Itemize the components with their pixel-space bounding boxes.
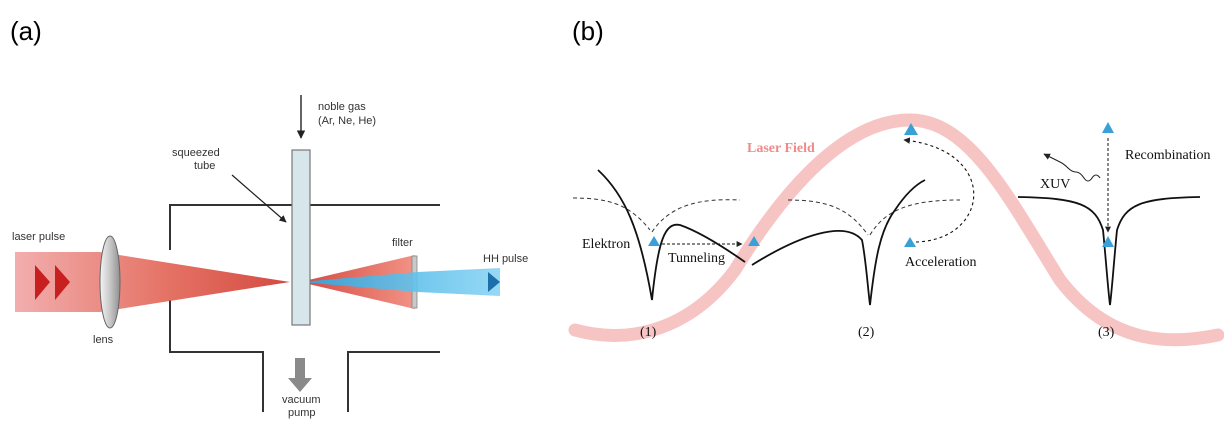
xuv-wavy-arrow bbox=[1043, 153, 1101, 182]
pump-label: pump bbox=[288, 407, 316, 419]
squeezed-label: squeezed bbox=[172, 147, 220, 159]
step-3-label: (3) bbox=[1098, 325, 1115, 340]
potential-1-dashed bbox=[572, 197, 741, 233]
laser-beam-in bbox=[15, 252, 290, 312]
panel-a-label: (a) bbox=[10, 16, 42, 46]
squeezed-tube-pointer bbox=[231, 174, 287, 223]
potential-3-curve bbox=[1017, 196, 1201, 306]
chamber-bottom-wall bbox=[169, 300, 264, 412]
noble-gas-types-label: (Ar, Ne, He) bbox=[318, 115, 376, 127]
potential-2-dashed bbox=[787, 199, 961, 236]
panel-b-label: (b) bbox=[572, 16, 604, 46]
elektron-label: Elektron bbox=[582, 237, 630, 252]
laser-pulse-arrow-1 bbox=[35, 265, 50, 300]
electron-1-packet bbox=[648, 236, 660, 246]
recombination-label: Recombination bbox=[1125, 148, 1211, 163]
chamber-top-wall bbox=[169, 204, 440, 250]
laser-field-wave bbox=[568, 113, 1224, 347]
noble-gas-label: noble gas bbox=[318, 101, 366, 113]
step-2-label: (2) bbox=[858, 325, 875, 340]
hh-pulse-label: HH pulse bbox=[483, 253, 528, 265]
lens-label: lens bbox=[93, 334, 114, 346]
electron-3-top bbox=[1102, 122, 1114, 133]
hh-pulse-arrows bbox=[488, 272, 500, 292]
step-1-label: (1) bbox=[640, 325, 657, 340]
filter-label: filter bbox=[392, 237, 413, 249]
three-step-model-diagram: Laser Field Elektron Tunneling (1) Accel… bbox=[568, 113, 1224, 347]
electron-1-tunneled bbox=[748, 236, 760, 246]
laser-pulse-label: laser pulse bbox=[12, 231, 65, 243]
potential-1-curve bbox=[597, 169, 746, 301]
vacuum-label: vacuum bbox=[282, 394, 321, 406]
tunneling-label: Tunneling bbox=[668, 251, 725, 266]
electron-3-bound bbox=[1102, 236, 1114, 247]
squeezed-tube bbox=[291, 149, 311, 326]
hh-beam bbox=[300, 268, 500, 296]
laser-field-label: Laser Field bbox=[747, 141, 815, 156]
electron-2-top bbox=[904, 123, 918, 135]
potential-2-curve bbox=[751, 179, 926, 306]
tube-label: tube bbox=[194, 160, 215, 172]
hhg-setup-diagram: noble gas (Ar, Ne, He) squeezed tube las… bbox=[12, 95, 528, 419]
acceleration-path bbox=[903, 137, 975, 243]
lens-shape bbox=[99, 235, 121, 329]
laser-pulse-arrow-2 bbox=[55, 265, 70, 300]
chamber-bottom-right-wall bbox=[347, 351, 440, 412]
acceleration-label: Acceleration bbox=[905, 255, 977, 270]
vacuum-pump-arrow bbox=[288, 358, 312, 392]
electron-2-start bbox=[904, 237, 916, 247]
xuv-label: XUV bbox=[1040, 177, 1070, 192]
